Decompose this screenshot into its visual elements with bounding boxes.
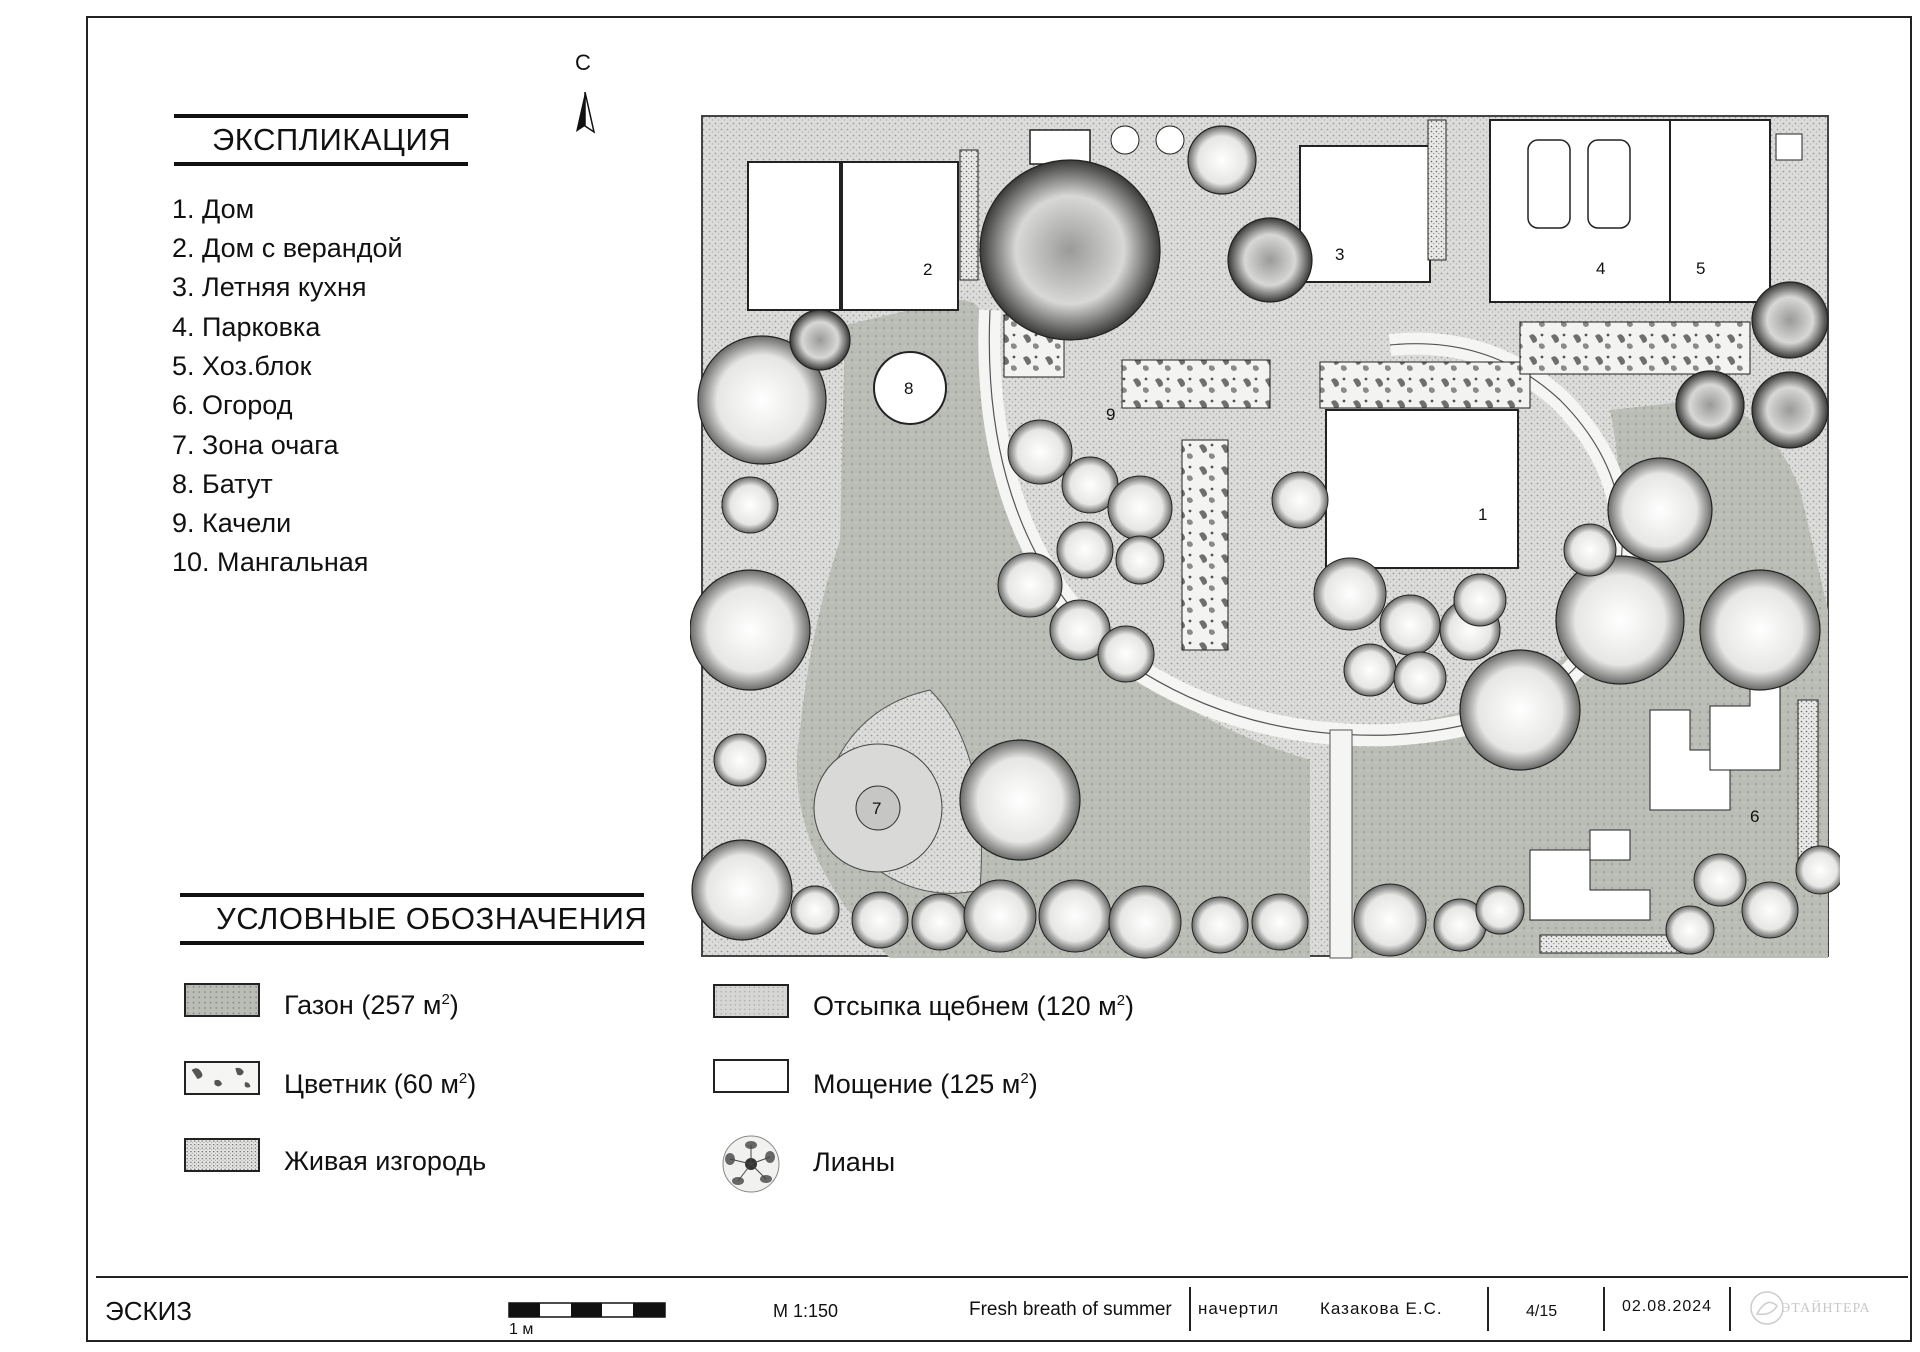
explication-item: 8. Батут	[172, 469, 273, 499]
legend-label-lawn-sup: 2	[441, 991, 450, 1008]
flowerbed-swatch	[184, 1061, 260, 1095]
legend-label-gravel-sup: 2	[1116, 992, 1126, 1009]
explication-rule-top	[174, 114, 468, 118]
plan-label-1: 1	[1478, 505, 1487, 524]
title-block-separator	[1487, 1287, 1489, 1331]
sheet-type: ЭСКИЗ	[105, 1296, 193, 1326]
plan-label-6: 6	[1750, 807, 1759, 826]
plan-label-2: 2	[923, 260, 932, 279]
vines-icon	[722, 1135, 780, 1193]
plan-label-7: 7	[872, 799, 881, 818]
legend-label-paving: Мощение (125 м2)	[813, 1071, 1038, 1098]
legend-label-gravel: Отсыпка щебнем (120 м2)	[813, 993, 1134, 1020]
studio-logo: ЭТАЙНТЕРА	[1750, 1291, 1871, 1325]
scale: М 1:150	[773, 1301, 839, 1321]
explication-item: 9. Качели	[172, 508, 292, 538]
title-block-separator	[1189, 1287, 1191, 1331]
sheet-number: 4/15	[1526, 1303, 1558, 1320]
legend-title: УСЛОВНЫЕ ОБОЗНАЧЕНИЯ	[216, 901, 648, 936]
logo-text: ЭТАЙНТЕРА	[1781, 1299, 1871, 1316]
legend-label-flowerbed-sup: 2	[458, 1070, 468, 1087]
explication-item: 7. Зона очага	[172, 430, 339, 460]
explication-item: 5. Хоз.блок	[172, 351, 312, 381]
legend-label-lawn: Газон (257 м2)	[284, 992, 459, 1019]
plan-label-9: 9	[1106, 405, 1115, 424]
explication-title: ЭКСПЛИКАЦИЯ	[212, 122, 452, 157]
explication-item: 4. Парковка	[172, 312, 321, 342]
scale-bar	[508, 1302, 666, 1318]
legend-label-hedge: Живая изгородь	[284, 1146, 487, 1176]
legend-label-paving-tail: )	[1028, 1069, 1038, 1099]
legend-label-gravel-tail: )	[1125, 991, 1135, 1021]
title-block-rule	[96, 1276, 1908, 1278]
legend-rule-bottom	[180, 941, 644, 945]
lawn-swatch	[184, 983, 260, 1017]
paving-swatch	[713, 1059, 789, 1093]
gravel-swatch	[713, 984, 789, 1018]
project-title: Fresh breath of summer	[969, 1299, 1172, 1320]
legend-label-paving-sup: 2	[1020, 1070, 1029, 1087]
plan-label-5: 5	[1696, 259, 1705, 278]
drawn-by-label: начертил	[1198, 1299, 1280, 1318]
date: 02.08.2024	[1622, 1298, 1713, 1315]
legend-label-paving-text: Мощение (125 м	[813, 1069, 1021, 1099]
north-label: С	[575, 50, 591, 75]
legend-label-vines: Лианы	[813, 1147, 896, 1177]
legend-label-gravel-text: Отсыпка щебнем (120 м	[813, 991, 1117, 1021]
plan-label-3: 3	[1335, 245, 1344, 264]
legend-label-lawn-text: Газон (257 м	[284, 990, 442, 1020]
legend-label-flowerbed: Цветник (60 м2)	[284, 1071, 476, 1098]
scale-bar-label: 1 м	[509, 1321, 534, 1338]
legend-label-lawn-tail: )	[449, 990, 459, 1020]
north-arrow-icon	[576, 92, 596, 134]
explication-item: 3. Летняя кухня	[172, 272, 367, 302]
explication-item: 1. Дом	[172, 194, 255, 224]
plan-label-4: 4	[1596, 259, 1605, 278]
explication-item: 2. Дом с верандой	[172, 233, 403, 263]
legend-label-flowerbed-tail: )	[467, 1069, 477, 1099]
explication-rule-bottom	[174, 162, 468, 166]
legend-rule-top	[180, 893, 644, 897]
title-block-separator	[1603, 1287, 1605, 1331]
title-block-separator	[1729, 1287, 1731, 1331]
explication-item: 6. Огород	[172, 390, 293, 420]
sheet-frame	[86, 16, 1912, 1342]
explication-item: 10. Мангальная	[172, 547, 369, 577]
hedge-swatch	[184, 1138, 260, 1172]
legend-label-flowerbed-text: Цветник (60 м	[284, 1069, 459, 1099]
author-name: Казакова Е.С.	[1320, 1299, 1443, 1318]
plan-label-8: 8	[904, 379, 913, 398]
site-plan: 2 10 3 4 5 1 9 8 7 6	[690, 115, 1840, 959]
